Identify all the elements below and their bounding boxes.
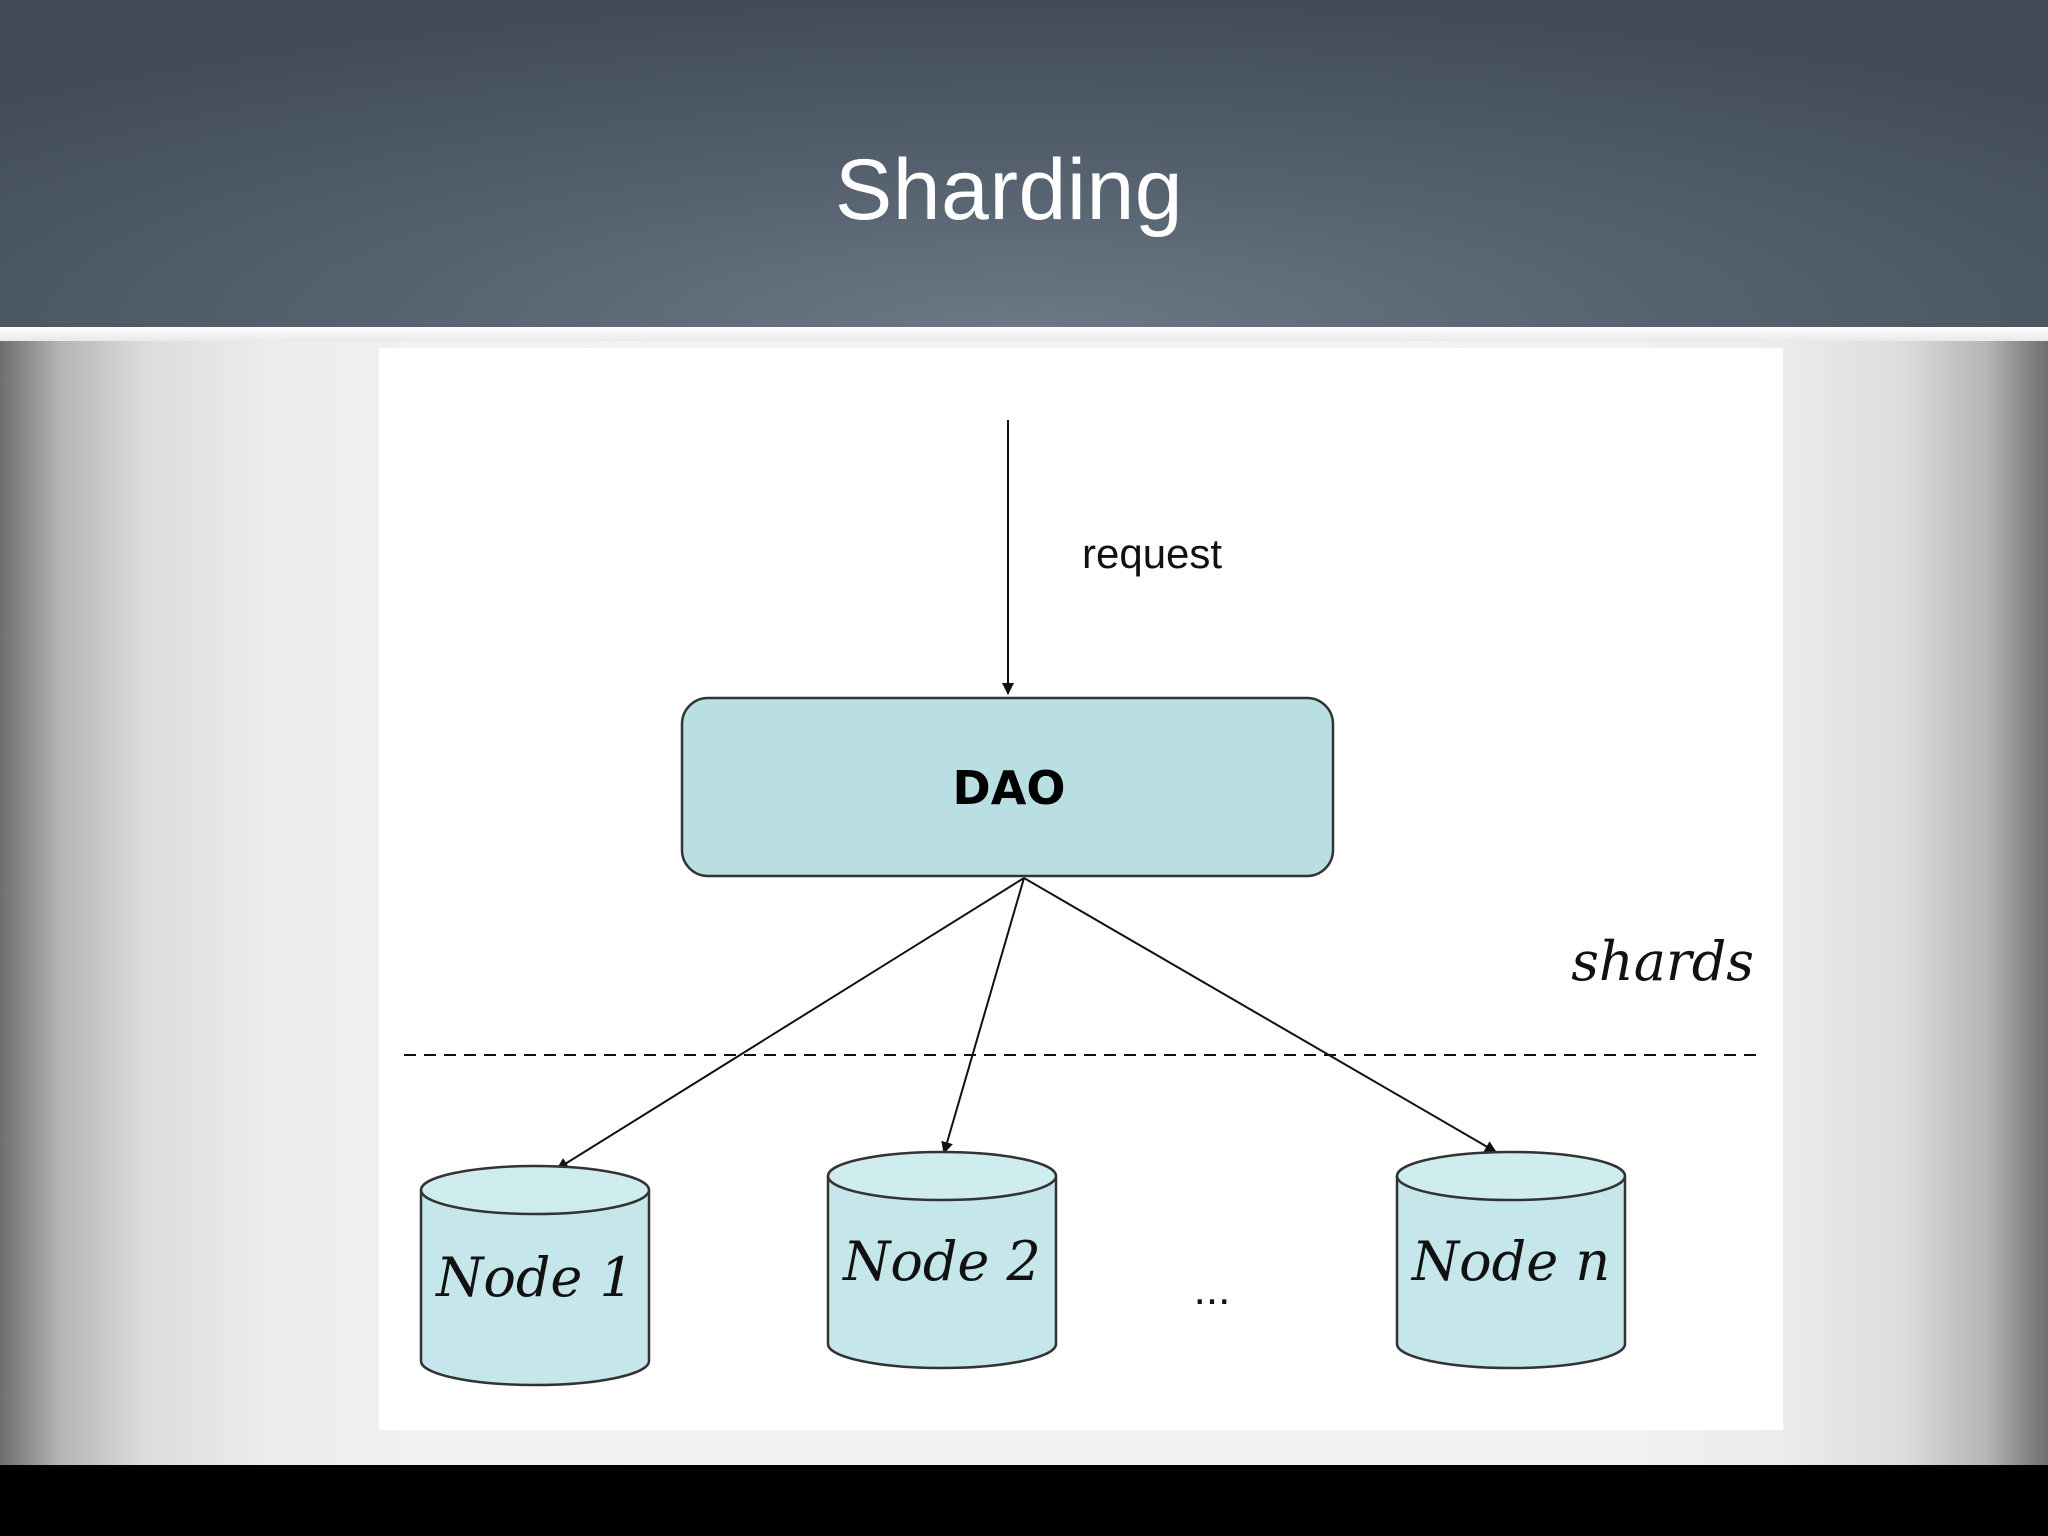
node-1-cylinder <box>419 1164 651 1387</box>
shards-label: shards <box>1571 930 1754 993</box>
slide-title: Sharding <box>834 142 1184 238</box>
slide: Sharding request DAO shards <box>0 0 2048 1465</box>
slide-header <box>0 0 2048 327</box>
request-label: request <box>1082 530 1222 577</box>
node-2-label: Node 2 <box>841 1230 1041 1293</box>
dao-label: DAO <box>953 761 1066 815</box>
dao-box <box>680 696 1335 878</box>
node-n-label: Node n <box>1410 1230 1610 1293</box>
arrow-to-node-1 <box>556 877 1025 1170</box>
sharding-diagram: request DAO shards Node 1 Node 2 <box>404 420 1764 1387</box>
node-n-cylinder <box>1395 1150 1627 1370</box>
node-2-cylinder <box>826 1150 1058 1370</box>
diagram-panel: request DAO shards Node 1 Node 2 <box>379 348 1783 1430</box>
arrow-to-node-n <box>1023 877 1497 1153</box>
more-nodes-ellipsis: ... <box>1194 1265 1231 1314</box>
header-divider <box>0 327 2048 341</box>
node-1-label: Node 1 <box>434 1246 634 1309</box>
bottom-letterbox <box>0 1465 2048 1536</box>
arrow-to-node-2 <box>941 877 1025 1154</box>
